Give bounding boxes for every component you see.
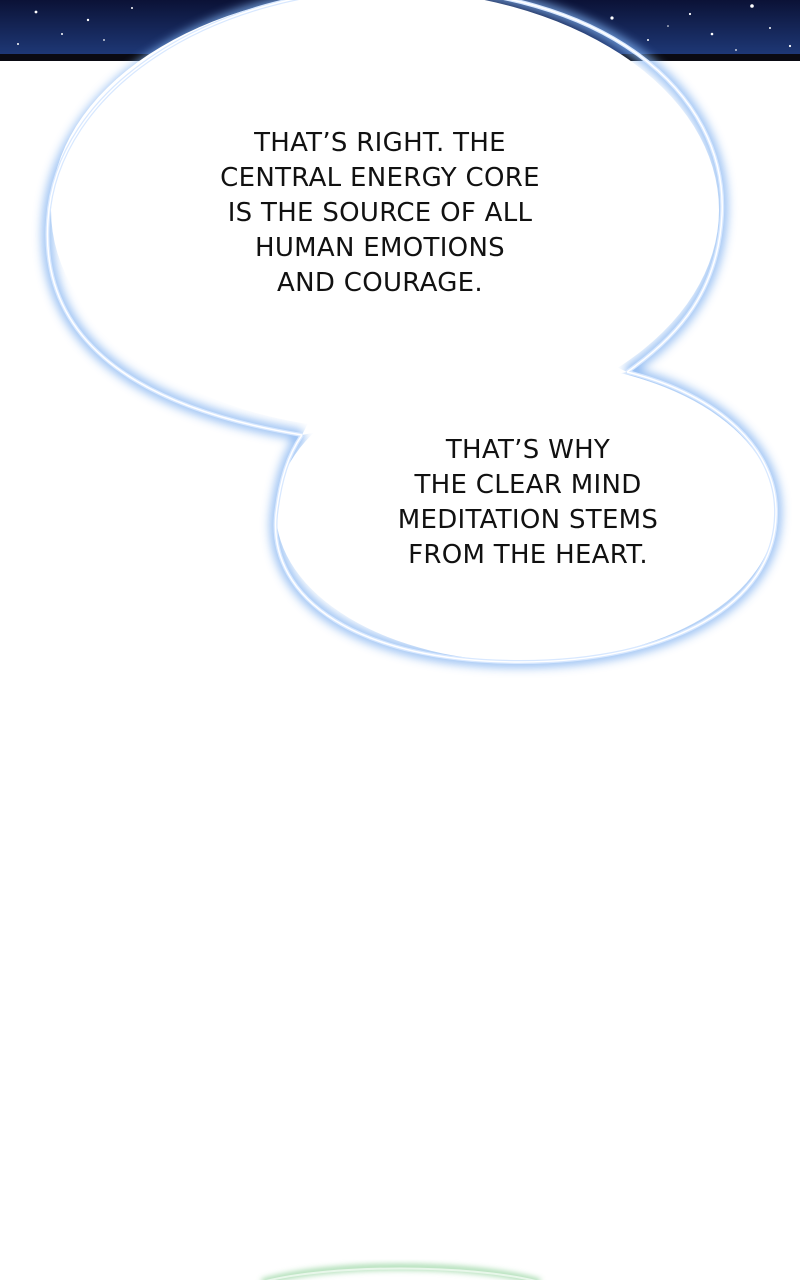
- bubble-2-line-1: THAT’S WHY: [445, 435, 611, 465]
- bubble-2-line-4: FROM THE HEART.: [408, 540, 648, 570]
- bubble-1-line-3: IS THE SOURCE OF ALL: [227, 198, 533, 228]
- speech-bubbles: [42, 0, 782, 668]
- speech-bubble-1-text: THAT’S RIGHT. THE CENTRAL ENERGY CORE IS…: [180, 126, 580, 301]
- bubble-1-line-4: HUMAN EMOTIONS: [254, 233, 505, 263]
- bubble-2-line-3: MEDITATION STEMS: [397, 505, 659, 535]
- bubble-2-line-2: THE CLEAR MIND: [414, 470, 642, 500]
- stars: [17, 4, 792, 51]
- bubble-1-line-5: AND COURAGE.: [277, 268, 483, 298]
- next-bubble-edge: [261, 1264, 541, 1280]
- bubble-1-line-1: THAT’S RIGHT. THE: [254, 128, 506, 158]
- bubble-1-line-2: CENTRAL ENERGY CORE: [220, 163, 540, 193]
- speech-bubble-2-text: THAT’S WHY THE CLEAR MIND MEDITATION STE…: [328, 433, 728, 573]
